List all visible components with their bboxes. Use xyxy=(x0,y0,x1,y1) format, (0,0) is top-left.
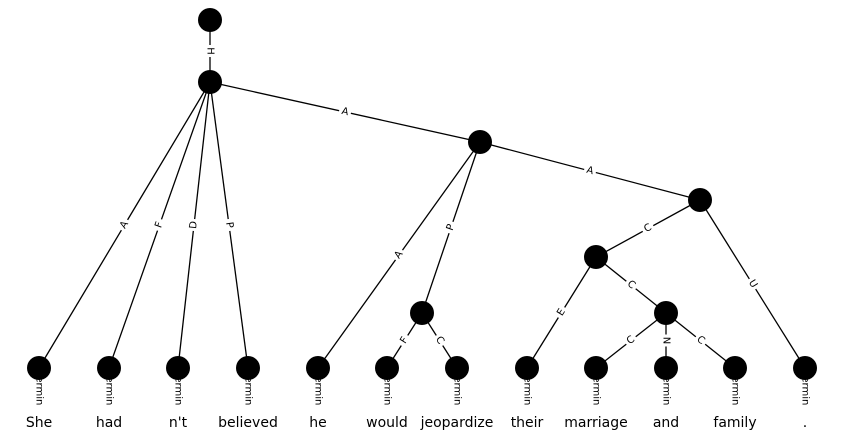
terminal-node xyxy=(166,356,190,380)
terminal-node xyxy=(306,356,330,380)
edge-label-text: P xyxy=(223,221,235,228)
token-word: She xyxy=(26,415,52,431)
token-word: he xyxy=(309,415,327,431)
token-word: believed xyxy=(218,415,278,431)
edge-label: D xyxy=(187,218,201,232)
edge-label-text: C xyxy=(694,334,706,347)
token-word: had xyxy=(96,415,122,431)
tree-node xyxy=(688,188,712,212)
edge-label-text: U xyxy=(746,278,759,290)
edge-label-text: A xyxy=(585,165,595,177)
terminal-label: Termin xyxy=(591,371,602,405)
edge-label-text: A xyxy=(340,106,349,118)
terminal-label: Termin xyxy=(382,371,393,405)
edge-label-text: F xyxy=(153,220,165,229)
nodes-layer xyxy=(27,8,817,380)
token-word: would xyxy=(366,415,408,431)
terminal-label: Termin xyxy=(730,371,741,405)
edge-label: P xyxy=(222,218,236,232)
token-word: n't xyxy=(169,415,188,431)
tree-node xyxy=(584,245,608,269)
edge-label-text: C xyxy=(625,279,637,292)
edge-label-text: C xyxy=(642,222,653,235)
token-word: . xyxy=(803,415,807,431)
words-layer: She had n't believed he would jeopardize their m… xyxy=(26,415,807,431)
terminal-node xyxy=(723,356,747,380)
token-word: marriage xyxy=(564,415,627,431)
edge-label: P xyxy=(443,219,459,236)
edge-label: F xyxy=(396,332,413,349)
terminal-label: Termin xyxy=(34,371,45,405)
terminal-label: Termin xyxy=(522,371,533,405)
edge-label-text: D xyxy=(188,220,200,229)
terminal-node xyxy=(793,356,817,380)
edge-label-text: F xyxy=(398,335,411,346)
terminal-label: Termin xyxy=(313,371,324,405)
edge-label: E xyxy=(553,304,570,321)
edge-label-text: P xyxy=(445,223,457,232)
edge-label-text: N xyxy=(661,337,672,344)
token-word: jeopardize xyxy=(420,415,494,431)
token-word: family xyxy=(713,415,756,431)
edge-label: U xyxy=(744,275,761,293)
edge-labels-layer: H A F D P A A P F C A C U E C C N C xyxy=(116,45,761,349)
edge-label-text: A xyxy=(118,219,131,231)
edge-label-text: H xyxy=(205,47,216,55)
edge-label-text: C xyxy=(625,334,637,347)
terminal-node xyxy=(584,356,608,380)
terminal-node xyxy=(27,356,51,380)
terminal-node xyxy=(654,356,678,380)
terminal-node xyxy=(445,356,469,380)
terminal-labels-layer: Termin Termin Termin Termin Termin Termin Term… xyxy=(34,371,811,405)
terminal-label: Termin xyxy=(661,371,672,405)
tree-node xyxy=(198,8,222,32)
tree-node xyxy=(410,301,434,325)
edge-label: C xyxy=(431,332,448,349)
terminal-label: Termin xyxy=(452,371,463,405)
tree-node xyxy=(654,301,678,325)
tree-node xyxy=(468,130,492,154)
edge-label: A xyxy=(337,104,353,120)
edge-label: F xyxy=(151,217,168,233)
edge-label: C xyxy=(622,276,640,294)
terminal-node xyxy=(236,356,260,380)
terminal-label: Termin xyxy=(243,371,254,405)
terminal-label: Termin xyxy=(173,371,184,405)
token-word: and xyxy=(653,415,679,431)
tree-node xyxy=(198,70,222,94)
edge-label: N xyxy=(660,334,672,347)
edge-label-text: C xyxy=(433,335,446,347)
edge-label: A xyxy=(390,246,408,264)
edge-label: A xyxy=(582,163,598,179)
terminal-label: Termin xyxy=(800,371,811,405)
edge-label: C xyxy=(692,332,709,349)
edge-label-text: E xyxy=(555,307,568,318)
edge-label: C xyxy=(622,332,640,349)
edge-label: A xyxy=(116,216,133,234)
terminal-node xyxy=(515,356,539,380)
terminal-node xyxy=(97,356,121,380)
terminal-node xyxy=(375,356,399,380)
edge-label: C xyxy=(639,220,657,237)
edge-label: H xyxy=(204,45,216,57)
token-word: their xyxy=(511,415,544,431)
terminal-label: Termin xyxy=(104,371,115,405)
